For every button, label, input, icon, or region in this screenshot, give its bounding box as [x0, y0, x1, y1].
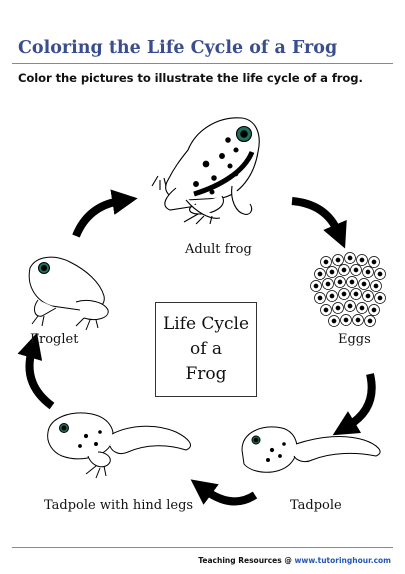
- arrow-hindlegs-to-froglet: [17, 332, 55, 410]
- stage-label-tadpole: Tadpole: [290, 498, 342, 513]
- footer-prefix: Teaching Resources @: [198, 556, 295, 565]
- arrow-froglet-to-adult: [72, 189, 138, 238]
- page-title: Coloring the Life Cycle of a Frog: [18, 38, 338, 58]
- stage-label-tadpole-hind-legs: Tadpole with hind legs: [44, 498, 194, 513]
- center-title-line-2: of a: [189, 339, 223, 359]
- arrow-adult-to-eggs: [291, 197, 347, 249]
- stage-label-eggs: Eggs: [338, 332, 371, 347]
- arrow-eggs-to-tadpole: [332, 373, 376, 436]
- tadpole-drawing: [241, 426, 381, 473]
- adult-frog-drawing: [151, 117, 260, 225]
- bottom-divider: [12, 547, 393, 549]
- stage-label-adult-frog: Adult frog: [185, 242, 252, 257]
- eggs-drawing: [310, 252, 386, 327]
- arrow-tadpole-to-hindlegs: [190, 479, 258, 506]
- center-title-box: Life Cycle of a Frog: [155, 302, 257, 397]
- center-title-line-3: Frog: [185, 364, 227, 384]
- top-divider: [12, 63, 393, 65]
- footer-credit: Teaching Resources @ www.tutoringhour.co…: [198, 556, 391, 565]
- stage-label-froglet: Froglet: [30, 332, 79, 347]
- froglet-drawing: [28, 256, 109, 331]
- tadpole-hind-legs-drawing: [47, 412, 191, 479]
- center-title-line-1: Life Cycle: [162, 314, 250, 334]
- footer-link[interactable]: www.tutoringhour.com: [294, 556, 391, 565]
- instruction-text: Color the pictures to illustrate the lif…: [18, 71, 363, 85]
